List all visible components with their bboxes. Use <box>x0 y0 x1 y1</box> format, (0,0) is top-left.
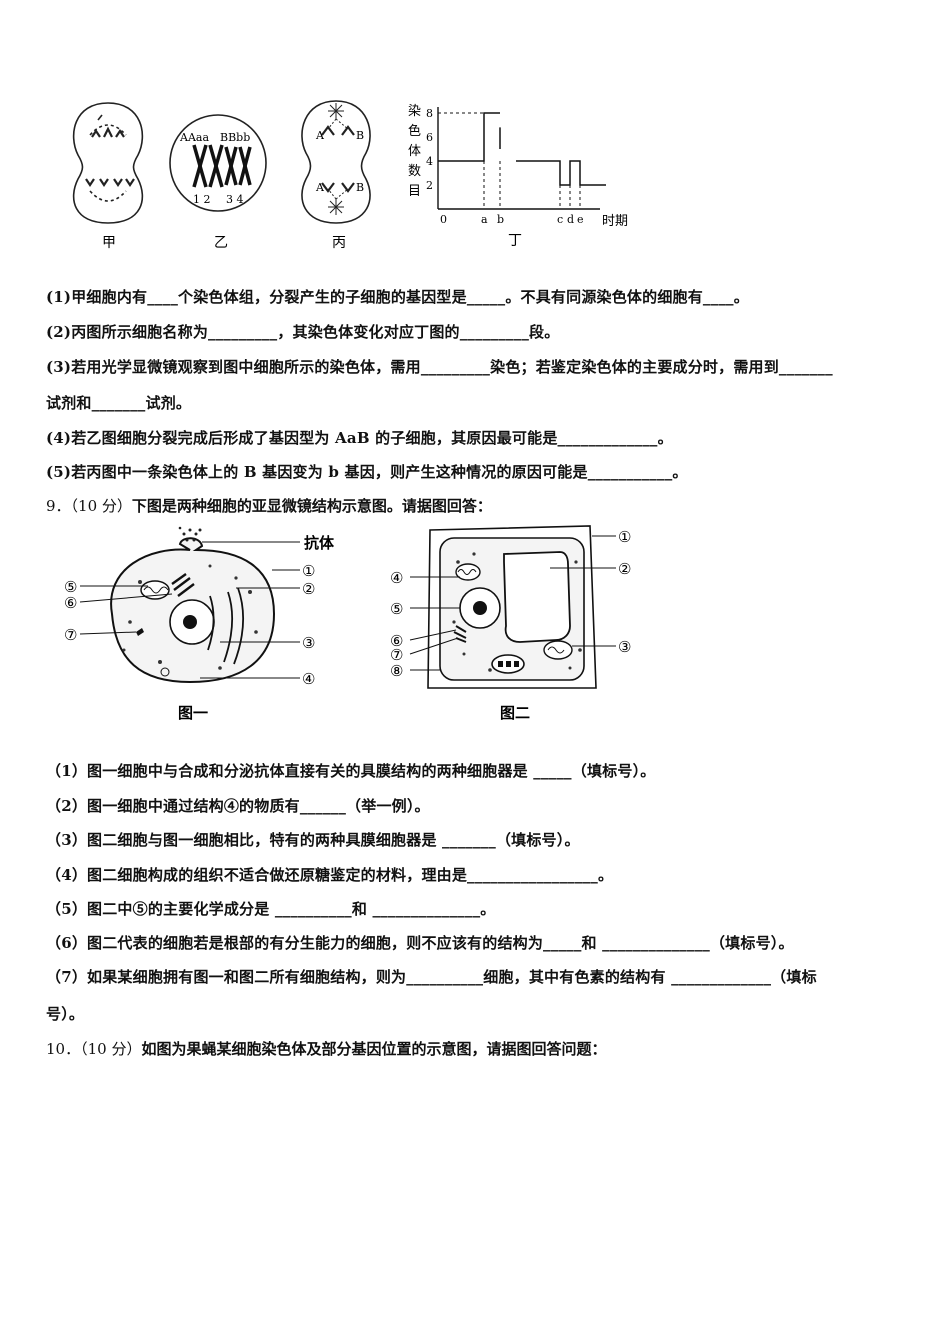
yi-number-label-1: 1 2 <box>193 193 211 206</box>
chart-ytick-label: 2 <box>426 179 433 192</box>
fig1-label-3: ③ <box>302 634 315 652</box>
caption-yi: 乙 <box>214 235 228 251</box>
q9-figures: 抗体 ⑤ ⑥ ⑦ ① ② ③ ④ <box>60 522 650 722</box>
bing-gene-label-1: A <box>315 129 325 142</box>
fig2-label-3: ③ <box>618 638 631 656</box>
chart-xtick-label-d: d <box>567 213 574 226</box>
q9-item-4: （4）图二细胞构成的组织不适合做还原糖鉴定的材料，理由是____________… <box>46 866 614 884</box>
bing-gene-label-4: B <box>356 181 364 194</box>
fig2-label-4: ④ <box>390 569 403 587</box>
fig2-plant-cell: ① ② ③ ④ ⑤ ⑥ ⑦ ⑧ <box>390 525 631 689</box>
q9-number: 9． <box>46 497 71 515</box>
fig1-caption: 图一 <box>178 704 208 722</box>
q8-item-2: (2)丙图所示细胞名称为_________，其染色体变化对应丁图的_______… <box>46 323 560 341</box>
q9-heading: 9．（10 分）下图是两种细胞的亚显微镜结构示意图。请据图回答： <box>46 495 492 516</box>
fig1-label-antibody: 抗体 <box>304 534 335 552</box>
q9-prompt: 下图是两种细胞的亚显微镜结构示意图。请据图回答： <box>131 497 492 515</box>
q9-item-5: （5）图二中⑤的主要化学成分是 __________和 ____________… <box>46 900 496 918</box>
chart-yaxis-char: 数 <box>408 164 421 179</box>
q9-item-3: （3）图二细胞与图一细胞相比，特有的两种具膜细胞器是 _______（填标号）。 <box>46 831 580 849</box>
fig2-caption: 图二 <box>500 704 530 722</box>
q8-item-3: (3)若用光学显微镜观察到图中细胞所示的染色体，需用_________染色；若鉴… <box>46 358 833 376</box>
fig2-label-6: ⑥ <box>390 632 403 650</box>
fig1-animal-cell: 抗体 ⑤ ⑥ ⑦ ① ② ③ ④ <box>64 526 335 688</box>
q9-figures-svg: 抗体 ⑤ ⑥ ⑦ ① ② ③ ④ <box>64 525 631 722</box>
q9-item-2: （2）图一细胞中通过结构④的物质有______（举一例）。 <box>46 797 430 815</box>
caption-ding: 丁 <box>508 233 522 249</box>
chart-xtick-label-c: c <box>557 213 563 226</box>
fig2-label-2: ② <box>618 560 631 578</box>
chart-xtick-label-a: a <box>481 213 488 226</box>
caption-bing: 丙 <box>332 235 346 251</box>
chart-origin-label: 0 <box>440 213 447 226</box>
chart-guides <box>438 112 581 209</box>
fig1-label-4: ④ <box>302 670 315 688</box>
caption-jia: 甲 <box>102 235 116 251</box>
fig1-label-1: ① <box>302 562 315 580</box>
q9-score: （10 分） <box>70 497 132 515</box>
q10-heading: 10．（10 分）如图为果蝇某细胞染色体及部分基因位置的示意图，请据图回答问题： <box>46 1038 606 1059</box>
chart-xtick-label-e: e <box>577 213 584 226</box>
chart-yaxis-char: 目 <box>408 184 421 199</box>
cell-bing <box>301 100 371 224</box>
fig1-label-5: ⑤ <box>64 578 77 596</box>
chart-yaxis-char: 体 <box>408 144 421 159</box>
chart-yaxis-char: 色 <box>408 123 421 139</box>
chart-ytick-label: 4 <box>426 155 433 168</box>
q8-item-4: (4)若乙图细胞分裂完成后形成了基因型为 AaB 的子细胞，其原因最可能是___… <box>46 429 673 447</box>
fig2-label-5: ⑤ <box>390 600 403 618</box>
fig1-label-6: ⑥ <box>64 594 77 612</box>
q10-number: 10． <box>46 1040 81 1058</box>
cell-jia <box>72 102 144 224</box>
q9-item-7: （7）如果某细胞拥有图一和图二所有细胞结构，则为__________细胞，其中有… <box>46 968 817 986</box>
q10-prompt: 如图为果蝇某细胞染色体及部分基因位置的示意图，请据图回答问题： <box>141 1040 607 1058</box>
fig1-label-2: ② <box>302 580 315 598</box>
cell-yi: AAaa BBbb 1 2 3 4 <box>169 114 267 212</box>
q9-item-6: （6）图二代表的细胞若是根部的有分生能力的细胞，则不应该有的结构为_____和 … <box>46 934 794 952</box>
chart-ytick-label: 8 <box>426 107 433 120</box>
q8-item-5: (5)若丙图中一条染色体上的 B 基因变为 b 基因，则产生这种情况的原因可能是… <box>46 463 688 481</box>
yi-number-label-2: 3 4 <box>226 193 244 206</box>
chart-xtick-label-b: b <box>497 213 504 226</box>
bing-gene-label-3: A <box>315 181 325 194</box>
chart-series-line <box>438 112 606 186</box>
chart-yaxis-char: 染 <box>408 104 421 119</box>
q8-item-3-cont: 试剂和_______试剂。 <box>46 394 192 412</box>
fig2-label-1: ① <box>618 528 631 546</box>
chart-yticks: 8 6 4 2 <box>426 107 433 192</box>
fig2-label-8: ⑧ <box>390 662 403 680</box>
chart-xlabel: 时期 <box>602 214 628 229</box>
yi-gene-label-a: AAaa <box>179 131 209 144</box>
fig1-label-7: ⑦ <box>64 626 77 644</box>
q9-item-1: （1）图一细胞中与合成和分泌抗体直接有关的具膜结构的两种细胞器是 _____（填… <box>46 762 656 780</box>
fig1-antibody-dots <box>178 526 202 542</box>
q10-score: （10 分） <box>80 1040 142 1058</box>
yi-gene-label-b: BBbb <box>220 131 250 144</box>
q8-item-1: (1)甲细胞内有____个染色体组，分裂产生的子细胞的基因型是_____。不具有… <box>46 288 749 306</box>
fig2-label-7: ⑦ <box>390 646 403 664</box>
bing-gene-label-2: B <box>356 129 364 142</box>
chart-ytick-label: 6 <box>426 131 433 144</box>
q9-item-7-cont: 号）。 <box>46 1005 85 1023</box>
